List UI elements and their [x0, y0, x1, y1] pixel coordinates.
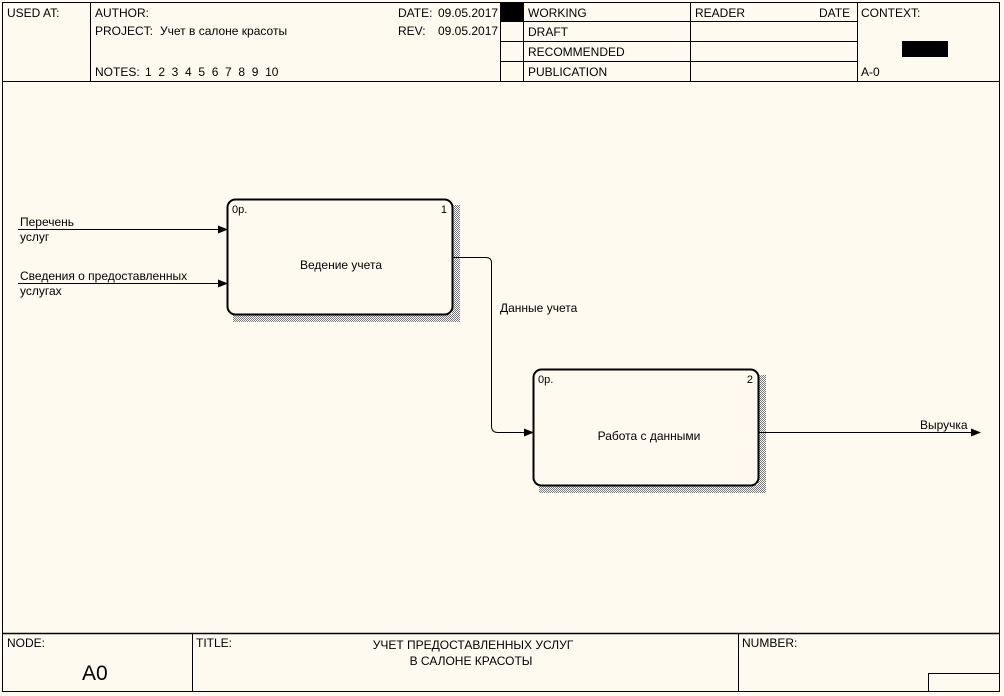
activity-box-2[interactable]: 0р. 2 Работа с данными [532, 368, 767, 494]
box-2-number: 2 [747, 374, 753, 386]
status-draft: DRAFT [528, 25, 569, 39]
arrow-input-2[interactable]: Сведения о предоставленных услугах [18, 269, 228, 298]
rev-value: 09.05.2017 [438, 24, 498, 38]
arrow-internal-label: Данные учета [500, 301, 578, 315]
activity-box-1[interactable]: 0р. 1 Ведение учета [226, 198, 461, 323]
reader-date-label: DATE [819, 6, 850, 20]
arrow-input-1[interactable]: Перечень услуг [18, 215, 228, 244]
title-line-2: В САЛОНЕ КРАСОТЫ [410, 654, 533, 668]
notes-numbers: 1 2 3 4 5 6 7 8 9 10 [145, 65, 279, 79]
box-2-label: Работа с данными [598, 429, 701, 443]
project-label: PROJECT: [95, 24, 153, 38]
reader-label: READER [695, 6, 745, 20]
box-2-cost: 0р. [538, 374, 553, 386]
notes-label: NOTES: [95, 65, 140, 79]
box-1-cost: 0р. [232, 204, 247, 216]
arrow-input-2-label-line2: услугах [20, 284, 62, 298]
rev-label: REV: [398, 24, 426, 38]
status-working-checkbox [501, 3, 523, 21]
title-label: TITLE: [196, 636, 232, 650]
context-label: CONTEXT: [861, 6, 920, 20]
arrow-internal[interactable]: Данные учета [452, 257, 578, 437]
number-label: NUMBER: [742, 636, 797, 650]
context-node: A-0 [861, 65, 880, 79]
status-publication: PUBLICATION [528, 65, 607, 79]
arrow-input-2-label-line1: Сведения о предоставленных [20, 269, 187, 283]
box-1-number: 1 [441, 204, 447, 216]
footer-block: NODE: A0 TITLE: УЧЕТ ПРЕДОСТАВЛЕННЫХ УСЛ… [2, 632, 1000, 692]
title-line-1: УЧЕТ ПРЕДОСТАВЛЕННЫХ УСЛУГ [373, 638, 574, 652]
header-block: USED AT: AUTHOR: PROJECT: Учет в салоне … [2, 2, 1000, 82]
status-working: WORKING [528, 6, 587, 20]
date-label: DATE: [398, 6, 432, 20]
arrow-output-label: Выручка [920, 418, 968, 432]
author-label: AUTHOR: [95, 6, 149, 20]
node-value: A0 [82, 662, 108, 685]
arrow-output[interactable]: Выручка [758, 418, 981, 437]
arrow-input-1-label-line1: Перечень [20, 215, 74, 229]
arrow-input-1-label-line2: услуг [20, 230, 50, 244]
node-label: NODE: [7, 636, 45, 650]
box-1-label: Ведение учета [300, 258, 382, 272]
used-at-label: USED AT: [7, 6, 59, 20]
project-value: Учет в салоне красоты [160, 24, 287, 38]
status-recommended: RECOMMENDED [528, 45, 625, 59]
date-value: 09.05.2017 [438, 6, 498, 20]
context-marker [902, 41, 948, 57]
